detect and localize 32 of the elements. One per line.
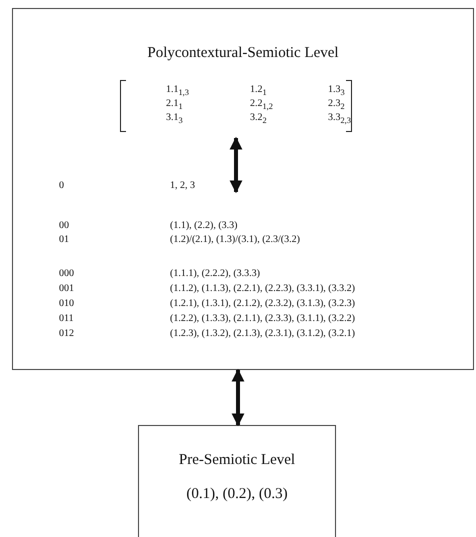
row-label: 01	[59, 234, 69, 246]
level-box	[138, 425, 336, 537]
symbol-list: (1.2.3), (1.3.2), (2.1.3), (2.3.1), (3.1.2), (3.2.1)	[170, 328, 355, 340]
symbol-list: (1.2.2), (1.3.3), (2.1.1), (2.3.3), (3.1.1), (3.2.2)	[170, 313, 355, 325]
matrix-entry: 3.3$_{2,3}$	[328, 112, 351, 127]
row-label: 001	[59, 283, 74, 295]
matrix-entry: 3.1$_{3}$	[166, 112, 183, 127]
double-arrow	[230, 136, 242, 194]
matrix-entry: 1.2$_{1}$	[250, 84, 267, 99]
matrix-entry: 2.3$_{2}$	[328, 98, 345, 113]
symbol-list: (1.2)/(2.1), (1.3)/(3.1), (2.3/(3.2)	[170, 234, 300, 246]
row-label: 012	[59, 328, 74, 340]
symbol-list: (1.2.1), (1.3.1), (2.1.2), (2.3.2), (3.1.3), (3.2.3)	[170, 298, 355, 310]
matrix-entry: 3.2$_{2}$	[250, 112, 267, 127]
double-arrow	[232, 368, 244, 426]
matrix-entry: 2.2$_{1,2}$	[250, 98, 273, 113]
symbol-list: 1, 2, 3	[170, 180, 195, 192]
matrix-entry: 1.1$_{1,3}$	[166, 84, 189, 99]
level-title: Pre-Semiotic Level	[178, 452, 296, 469]
symbol-list: (0.1), (0.2), (0.3)	[139, 486, 335, 503]
row-label: 00	[59, 220, 69, 232]
row-label: 011	[59, 313, 74, 325]
symbol-list: (1.1.1), (2.2.2), (3.3.3)	[170, 268, 260, 280]
matrix-entry: 1.3$_{3}$	[328, 84, 345, 99]
level-title: Polycontextural-Semiotic Level	[146, 45, 340, 62]
row-label: 010	[59, 298, 74, 310]
matrix-entry: 2.1$_{1}$	[166, 98, 183, 113]
symbol-list: (1.1.2), (1.1.3), (2.2.1), (2.2.3), (3.3.1), (3.3.2)	[170, 283, 355, 295]
symbol-list: (1.1), (2.2), (3.3)	[170, 220, 238, 232]
level-box	[12, 8, 474, 370]
row-label: 0	[59, 180, 64, 192]
row-label: 000	[59, 268, 74, 280]
